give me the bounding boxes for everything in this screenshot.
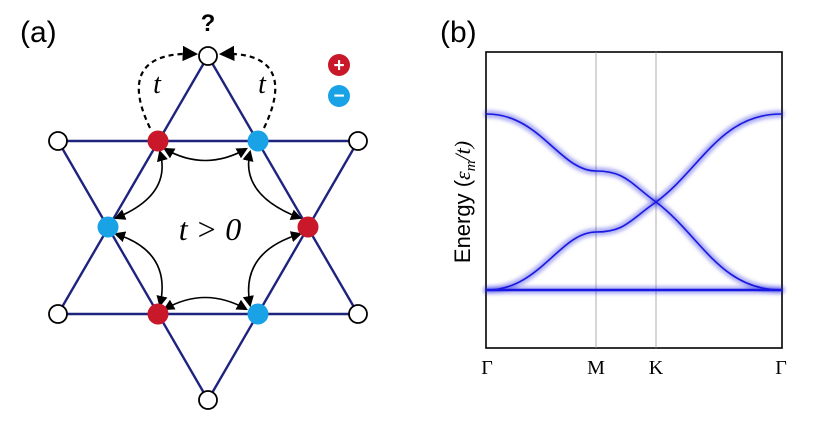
sign-legend: + − [328, 54, 350, 107]
site-empty [348, 304, 368, 324]
plot-frame [485, 51, 783, 349]
hop-arrow [242, 149, 303, 221]
legend-minus-symbol: − [333, 86, 344, 107]
panel-b-label: (b) [440, 16, 477, 49]
site-plus [147, 303, 169, 325]
xtick-m: M [587, 357, 605, 379]
question-mark: ? [201, 10, 216, 37]
dashed-hop-left [137, 45, 199, 129]
hexagon-sites [97, 130, 319, 325]
band-middle [486, 113, 782, 291]
site-plus [147, 130, 169, 152]
site-minus [247, 130, 269, 152]
legend-plus-icon [328, 54, 350, 76]
ylabel-epsilon: ε [450, 171, 475, 180]
panel-b: (b) Γ M K Γ Energy (εm/t) [440, 16, 787, 379]
hop-arrow [113, 231, 168, 308]
site-plus [297, 216, 319, 238]
site-empty [348, 131, 368, 151]
hop-label-right: t [258, 69, 267, 100]
site-minus [97, 216, 119, 238]
panel-a: (a) [20, 10, 368, 410]
xtick-gamma-end: Γ [775, 357, 787, 379]
ylabel-sub: m [463, 160, 479, 171]
hop-arrow [163, 296, 248, 311]
center-label: t > 0 [179, 211, 241, 247]
hop-label-left: t [153, 69, 162, 100]
site-empty [48, 304, 68, 324]
site-empty [198, 390, 218, 410]
hop-arrow [242, 231, 303, 308]
band-upper [486, 113, 782, 291]
panel-a-label: (a) [20, 16, 57, 49]
hopping-arrows [113, 147, 303, 311]
ylabel-tail: /t) [450, 141, 475, 163]
legend-plus-symbol: + [333, 56, 344, 77]
site-empty [48, 131, 68, 151]
hop-arrow [113, 149, 168, 220]
hop-arrow [163, 147, 248, 162]
ylabel-text: Energy ( [450, 179, 475, 263]
dashed-hops [137, 45, 277, 129]
site-empty [198, 46, 218, 66]
xtick-gamma-start: Γ [481, 357, 493, 379]
lattice-sites [48, 46, 368, 410]
legend-minus-icon [328, 85, 350, 107]
xtick-k: K [649, 357, 664, 379]
site-minus [247, 303, 269, 325]
lattice-edge [56, 55, 210, 315]
lattice-edge [56, 140, 210, 401]
dashed-hop-right [218, 45, 277, 129]
band-structure [484, 111, 784, 293]
lattice-edge [206, 140, 360, 401]
y-axis-label: Energy (εm/t) [450, 141, 479, 263]
